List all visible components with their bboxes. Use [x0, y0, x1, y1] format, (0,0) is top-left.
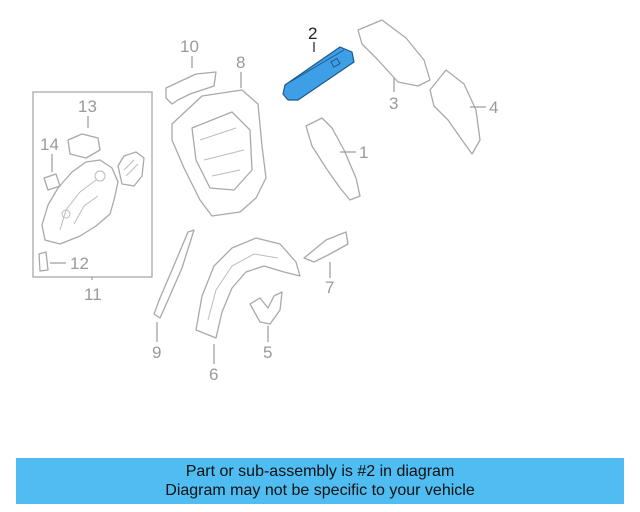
part-10-drawing [165, 71, 217, 105]
part-2-drawing [282, 46, 355, 101]
part-12-drawing [38, 251, 49, 272]
callout-4: 4 [489, 98, 498, 117]
banner-line-part-number: Part or sub-assembly is #2 in diagram [185, 463, 455, 480]
callout-5: 5 [263, 343, 272, 362]
banner-line-disclaimer: Diagram may not be specific to your vehi… [165, 482, 475, 499]
callout-6: 6 [209, 365, 218, 384]
callout-12: 12 [70, 254, 89, 273]
callout-7: 7 [325, 278, 334, 297]
part-4-drawing [429, 69, 481, 155]
part-11-drawing [41, 159, 119, 245]
part-cap-drawing [117, 151, 145, 187]
callout-13: 13 [78, 97, 97, 116]
parts-diagram: 10 8 2 3 4 1 13 14 12 11 7 5 6 9 [32, 19, 498, 384]
callout-8: 8 [236, 53, 245, 72]
callout-9: 9 [152, 343, 161, 362]
part-11-group-box [32, 91, 153, 278]
part-8-drawing [171, 89, 267, 217]
callout-14: 14 [40, 135, 59, 154]
part-9-drawing [153, 229, 195, 319]
info-banner: Part or sub-assembly is #2 in diagram Di… [16, 458, 624, 504]
part-5-drawing [249, 291, 283, 325]
part-6-drawing [195, 237, 301, 339]
part-14-drawing [43, 173, 61, 191]
leader-lines [50, 42, 486, 364]
callout-10: 10 [180, 37, 199, 56]
callout-11: 11 [84, 285, 102, 304]
part-1-drawing [305, 117, 361, 201]
part-13-drawing [67, 133, 101, 159]
callout-2: 2 [308, 24, 317, 43]
callout-1: 1 [359, 143, 368, 162]
part-7-drawing [303, 231, 349, 263]
callout-3: 3 [389, 94, 398, 113]
part-3-drawing [357, 19, 431, 87]
